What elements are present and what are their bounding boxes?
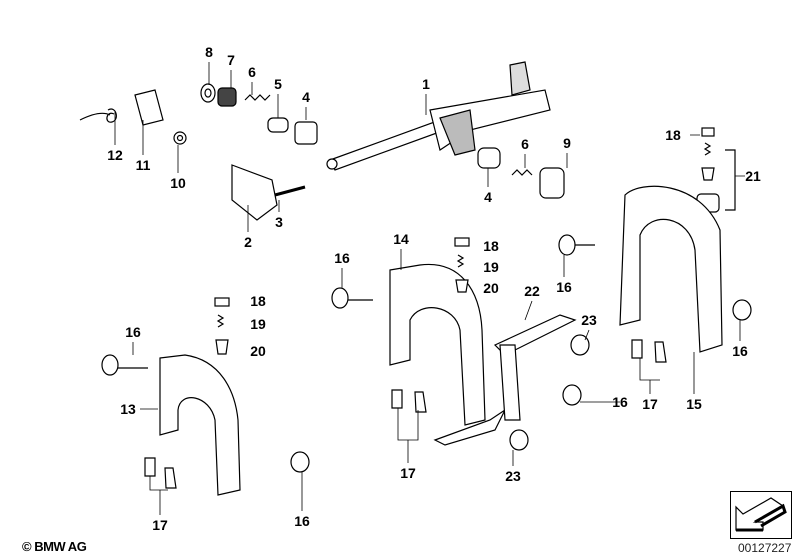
callout-11: 11 (135, 157, 151, 173)
callout-23a: 23 (581, 312, 597, 328)
callout-23b: 23 (505, 468, 521, 484)
callout-5: 5 (274, 76, 282, 92)
callout-10: 10 (170, 175, 186, 191)
callout-14: 14 (393, 231, 409, 247)
top-small-parts (79, 83, 736, 221)
callout-3: 3 (275, 214, 283, 230)
copyright: © BMW AG (22, 539, 87, 554)
callout-18: 18 (665, 127, 681, 143)
arrow-left-down-icon[interactable] (730, 491, 792, 539)
callout-17a: 17 (642, 396, 658, 412)
callout-19b: 19 (250, 316, 266, 332)
callout-15: 15 (686, 396, 702, 412)
shift-forks (159, 185, 723, 496)
callout-19: 19 (483, 259, 499, 275)
callout-16b: 16 (556, 279, 572, 295)
callout-16c: 16 (125, 324, 141, 340)
callout-4: 4 (302, 89, 310, 105)
callout-20b: 20 (250, 343, 266, 359)
callout-16d: 16 (612, 394, 628, 410)
detents (144, 237, 667, 489)
callout-21: 21 (745, 168, 761, 184)
callout-6b: 6 (521, 136, 529, 152)
reference-number: 00127227 (738, 541, 792, 555)
callout-18b: 18 (483, 238, 499, 254)
callout-6: 6 (248, 64, 256, 80)
callout-17c: 17 (152, 517, 168, 533)
callout-13: 13 (120, 401, 136, 417)
callout-1: 1 (422, 76, 430, 92)
callout-20: 20 (483, 280, 499, 296)
callout-12: 12 (107, 147, 123, 163)
callout-7: 7 (227, 52, 235, 68)
callout-18c: 18 (250, 293, 266, 309)
callout-2: 2 (244, 234, 252, 250)
bolts (101, 234, 752, 473)
callout-22: 22 (524, 283, 540, 299)
callout-4b: 4 (484, 189, 492, 205)
callout-9: 9 (563, 135, 571, 151)
leader-lines (114, 62, 745, 515)
callout-16a: 16 (334, 250, 350, 266)
callout-17b: 17 (400, 465, 416, 481)
callout-16f: 16 (294, 513, 310, 529)
callout-16e: 16 (732, 343, 748, 359)
shift-shaft (326, 61, 551, 171)
callout-8: 8 (205, 44, 213, 60)
